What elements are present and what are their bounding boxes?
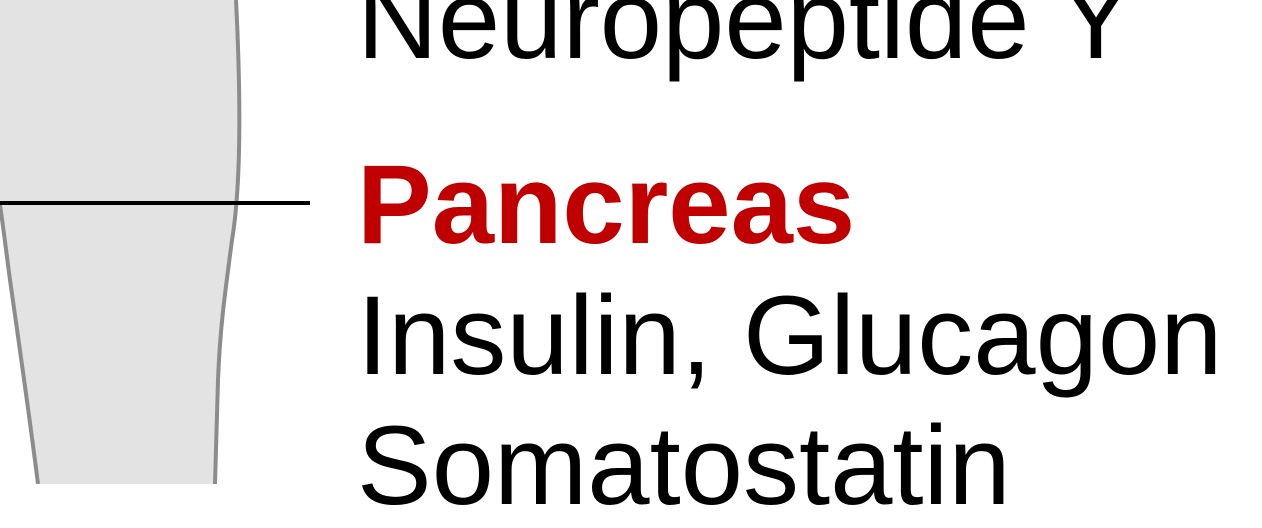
organ-label: Pancreas [357, 142, 856, 267]
organ-outline-right [213, 0, 242, 484]
organ-outline-left [0, 204, 40, 484]
diagram-canvas [0, 0, 310, 484]
organ-silhouette [0, 0, 240, 484]
hormone-label-above: Neuropeptide Y [357, 0, 1134, 82]
hormone-label-line1: Insulin, Glucagon [357, 273, 1223, 398]
hormone-label-line2: Somatostatin [357, 403, 1011, 528]
